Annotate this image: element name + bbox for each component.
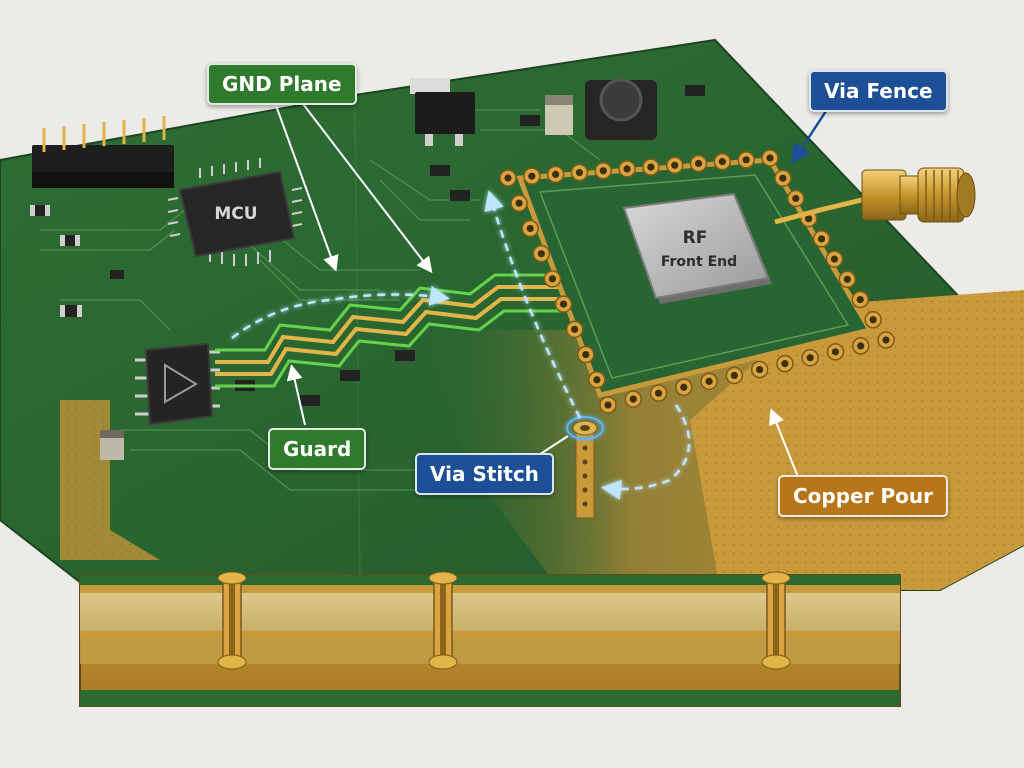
sma-connector: [862, 168, 975, 222]
gnd-plane-label: GND Plane: [207, 63, 357, 105]
via-fence-label: Via Fence: [809, 70, 948, 112]
front-end-label: Front End: [661, 254, 737, 270]
via-stitch-label: Via Stitch: [415, 453, 554, 495]
mcu-label: MCU: [214, 204, 257, 224]
power-inductor: [585, 80, 657, 140]
guard-label: Guard: [268, 428, 366, 470]
rf-label: RF: [683, 228, 708, 248]
copper-pour-label: Copper Pour: [778, 475, 948, 517]
pin-header: [32, 116, 174, 188]
board-cross-section: [80, 572, 900, 706]
